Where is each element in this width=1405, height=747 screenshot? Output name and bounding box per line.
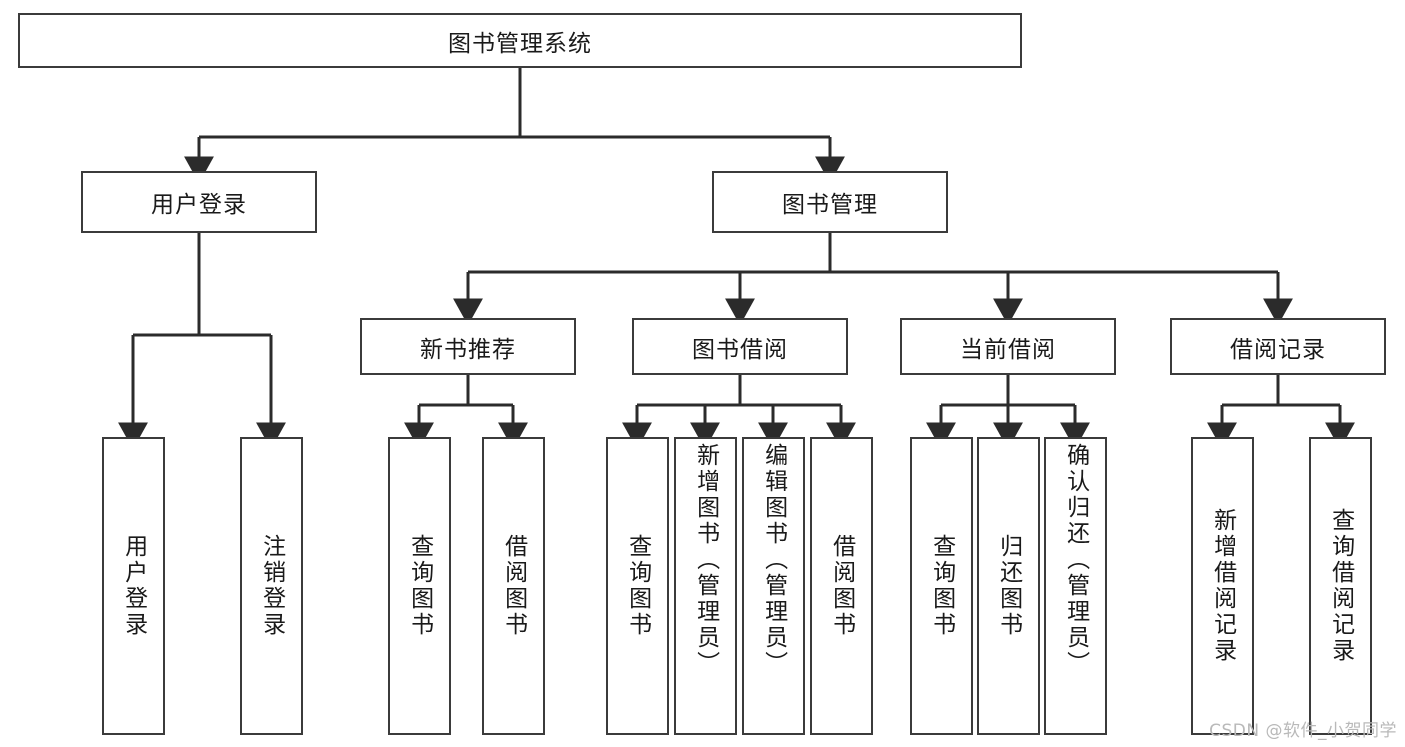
node-label: 图书借阅 xyxy=(692,336,788,363)
leaf-current-borrow-query-book[interactable]: 查询图书 xyxy=(910,437,973,735)
node-label: 编辑图书（管理员） xyxy=(760,443,787,677)
leaf-current-borrow-return-book[interactable]: 归还图书 xyxy=(977,437,1040,735)
leaf-book-borrow-query-book[interactable]: 查询图书 xyxy=(606,437,669,735)
leaf-borrow-record-add-record[interactable]: 新增借阅记录 xyxy=(1191,437,1254,735)
node-current-borrow[interactable]: 当前借阅 xyxy=(900,318,1116,375)
leaf-user-login-login[interactable]: 用户登录 xyxy=(102,437,165,735)
node-label: 借阅图书 xyxy=(828,534,855,638)
leaf-new-book-borrow-book[interactable]: 借阅图书 xyxy=(482,437,545,735)
node-label: 当前借阅 xyxy=(960,336,1056,363)
leaf-new-book-query-book[interactable]: 查询图书 xyxy=(388,437,451,735)
node-book-management[interactable]: 图书管理 xyxy=(712,171,948,233)
leaf-book-borrow-borrow-book[interactable]: 借阅图书 xyxy=(810,437,873,735)
node-root-book-management-system[interactable]: 图书管理系统 xyxy=(18,13,1022,68)
node-label: 新书推荐 xyxy=(420,336,516,363)
leaf-borrow-record-query-record[interactable]: 查询借阅记录 xyxy=(1309,437,1372,735)
node-label: 确认归还（管理员） xyxy=(1062,443,1089,677)
node-label: 归还图书 xyxy=(995,534,1022,638)
node-label: 用户登录 xyxy=(151,192,247,218)
leaf-book-borrow-add-book-admin[interactable]: 新增图书（管理员） xyxy=(674,437,737,735)
node-label: 查询图书 xyxy=(624,534,651,638)
node-user-login[interactable]: 用户登录 xyxy=(81,171,317,233)
leaf-user-login-logout[interactable]: 注销登录 xyxy=(240,437,303,735)
node-label: 新增借阅记录 xyxy=(1209,508,1236,664)
node-label: 查询图书 xyxy=(928,534,955,638)
node-label: 查询图书 xyxy=(406,534,433,638)
node-label: 图书管理系统 xyxy=(448,30,592,57)
leaf-current-borrow-confirm-return-admin[interactable]: 确认归还（管理员） xyxy=(1044,437,1107,735)
node-label: 用户登录 xyxy=(120,534,147,638)
node-label: 查询借阅记录 xyxy=(1327,508,1354,664)
leaf-book-borrow-edit-book-admin[interactable]: 编辑图书（管理员） xyxy=(742,437,805,735)
node-new-book-recommend[interactable]: 新书推荐 xyxy=(360,318,576,375)
node-borrow-record[interactable]: 借阅记录 xyxy=(1170,318,1386,375)
node-book-borrow[interactable]: 图书借阅 xyxy=(632,318,848,375)
csdn-watermark: CSDN @软件_小贺同学 xyxy=(1209,721,1397,741)
node-label: 借阅图书 xyxy=(500,534,527,638)
node-label: 借阅记录 xyxy=(1230,336,1326,363)
node-label: 注销登录 xyxy=(258,534,285,638)
node-label: 图书管理 xyxy=(782,192,878,218)
node-label: 新增图书（管理员） xyxy=(692,443,719,677)
